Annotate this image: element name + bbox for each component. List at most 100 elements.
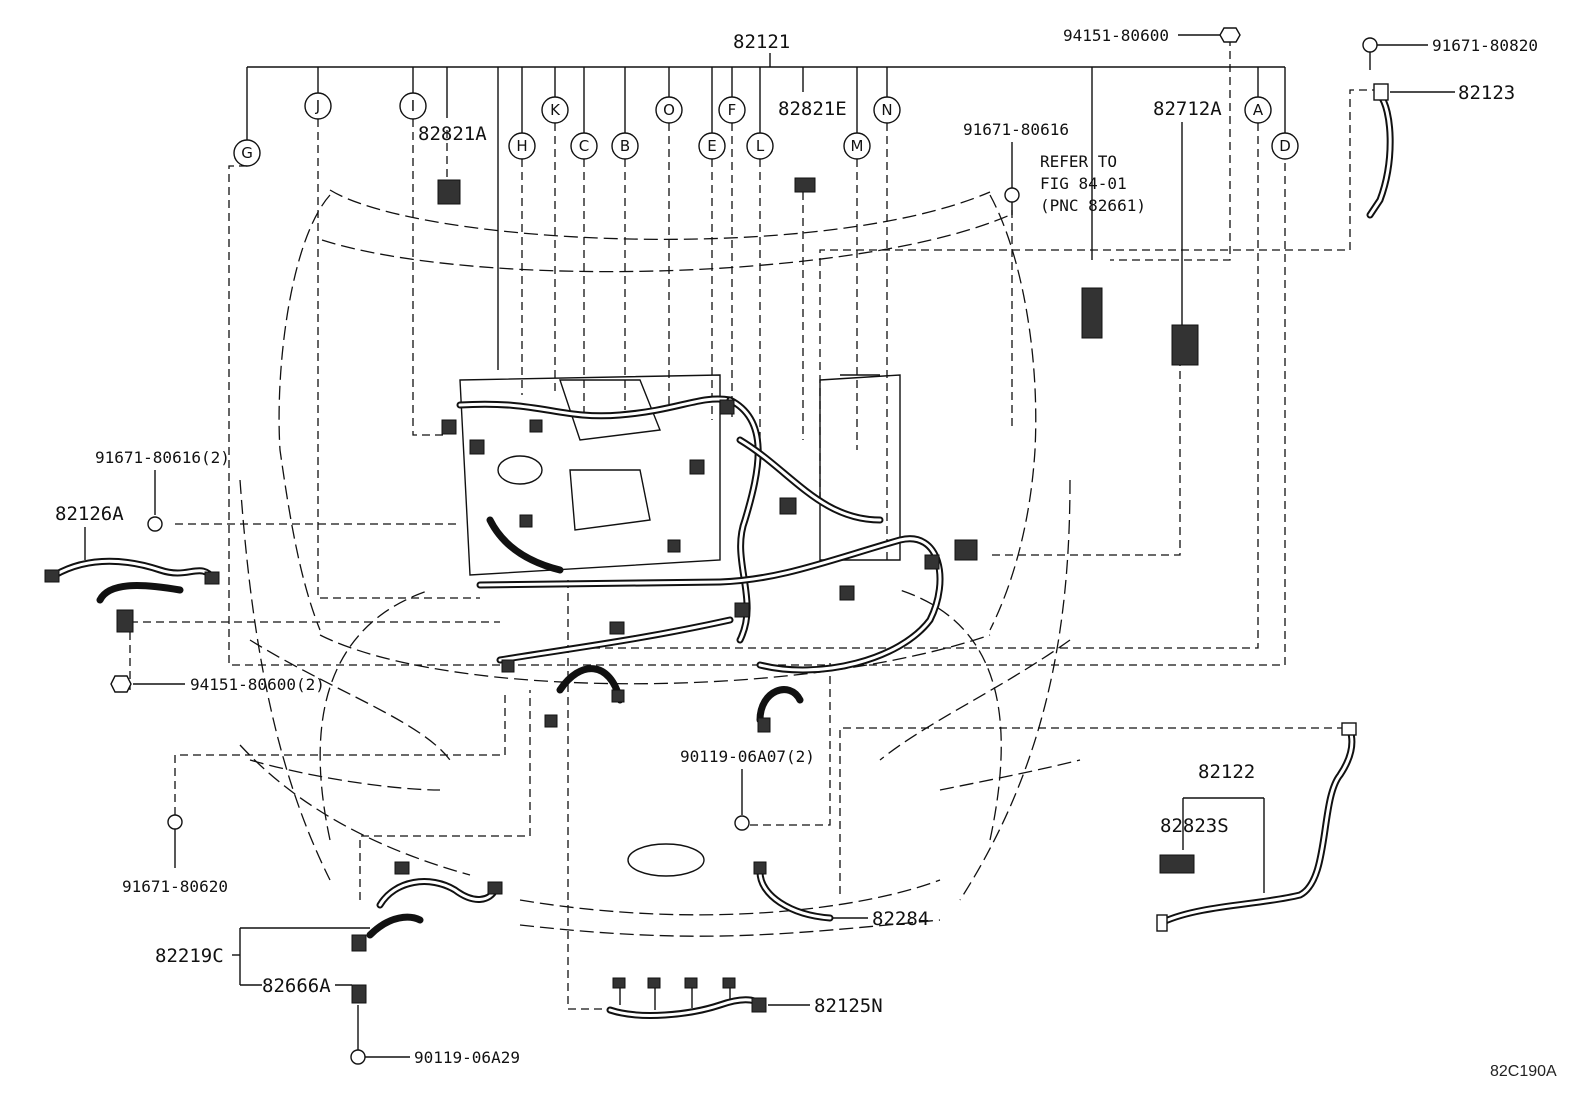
svg-text:O: O [663,101,675,119]
bolt-center-2-callout: 90119-06A07(2) [680,747,815,831]
connector-icon [501,659,515,673]
svg-text:E: E [707,137,716,155]
clamp-s-label[interactable]: 82823S [1160,815,1229,837]
bolt-center-2-label[interactable]: 90119-06A07(2) [680,747,815,766]
connector-icon [469,439,485,455]
branch-g[interactable]: G [233,139,261,167]
bracket-top-right-label[interactable]: 82123 [1458,82,1515,104]
svg-text:K: K [550,101,561,119]
connector-icon [924,554,940,570]
branch-c[interactable]: C [570,132,598,160]
connector-icon [441,419,457,435]
nut-left-callout: 94151-80600(2) [110,675,325,694]
connector-icon [757,717,771,733]
bolt-icon [350,1049,366,1065]
connector-icon [684,977,698,989]
branch-l[interactable]: L [746,132,774,160]
figure-id: 82C190A [1490,1063,1557,1080]
refer-line-2: FIG 84-01 [1040,174,1127,193]
nut-icon [110,675,132,693]
bolt-icon [1004,187,1020,203]
branch-o[interactable]: O [655,96,683,124]
branch-h[interactable]: H [508,132,536,160]
branch-i[interactable]: I [399,92,427,120]
branch-k[interactable]: K [541,96,569,124]
main-harness-callout: 82121 [246,31,1286,370]
vehicle-body-outline [239,189,1081,937]
connector-icon [612,977,626,989]
relay-block-label[interactable]: 82712A [1153,98,1222,120]
branch-n[interactable]: N [873,96,901,124]
connector-icon [351,934,367,952]
nut-top-label[interactable]: 94151-80600 [1063,26,1169,45]
nut-left-label[interactable]: 94151-80600(2) [190,675,325,694]
branch-d[interactable]: D [1271,132,1299,160]
harness-bottom-callout: 82125N [606,977,883,1019]
wire-lower-center-label[interactable]: 82284 [872,908,929,930]
bolt-left-label[interactable]: 91671-80616(2) [95,448,230,467]
bolt-center-label[interactable]: 91671-80616 [963,120,1069,139]
refer-line-3[interactable]: (PNC 82661) [1040,196,1146,215]
harness-left-label[interactable]: 82126A [55,503,124,525]
clamp-a-label[interactable]: 82821A [418,123,487,145]
wire-lower-center-callout: 82284 [753,861,929,930]
svg-text:M: M [851,137,864,155]
connector-icon [839,585,855,601]
connector-icon [611,689,625,703]
harness-lower-left[interactable] [376,878,499,909]
branch-a[interactable]: A [1244,96,1272,124]
protector-icon[interactable] [351,984,367,1004]
connector-icon [487,881,503,895]
branch-letters: G J I H K C B O E F L M N A D [233,92,1299,167]
nut-icon [1219,27,1241,43]
branch-j[interactable]: J [304,92,332,120]
connector-icon [647,977,661,989]
connector-icon [667,539,681,553]
branch-b[interactable]: B [611,132,639,160]
clamp-e-label[interactable]: 82821E [778,98,847,120]
connector-icon [609,621,625,635]
bolt-bottom-callout: 90119-06A29 [350,1005,520,1067]
relay-refer-icon[interactable] [1081,287,1103,339]
bolt-lower-left-label[interactable]: 91671-80620 [122,877,228,896]
bracket-top-right-callout: 91671-80820 82123 [1362,36,1538,219]
clamp-icon[interactable] [794,177,816,193]
svg-text:A: A [1253,101,1264,119]
main-harness-label[interactable]: 82121 [733,31,790,53]
clamp-icon[interactable] [437,179,461,205]
connector-icon [751,997,767,1013]
connector-icon [204,571,220,585]
connector-icon [529,419,543,433]
bolt-icon [167,814,183,830]
svg-text:H: H [516,137,527,155]
svg-text:J: J [315,97,320,115]
svg-text:B: B [620,137,630,155]
branch-m[interactable]: M [843,132,871,160]
svg-text:D: D [1279,137,1291,155]
harness-lower-left-label[interactable]: 82219C [155,945,224,967]
connector-icon [719,399,735,415]
protector-lower-left-label[interactable]: 82666A [262,975,331,997]
relay-block-callout: 82712A [1153,98,1222,366]
relay-block-icon[interactable] [1171,324,1199,366]
battery-cable-label[interactable]: 82122 [1198,761,1255,783]
refer-line-1: REFER TO [1040,152,1117,171]
svg-text:F: F [728,101,737,119]
bolt-left-callout: 91671-80616(2) [95,448,230,532]
connector-icon [519,514,533,528]
connector-icon [734,602,750,618]
clamp-icon[interactable] [1159,854,1195,874]
connector-icon [954,539,978,561]
branch-f[interactable]: F [718,96,746,124]
bolt-bottom-label[interactable]: 90119-06A29 [414,1048,520,1067]
connector-icon [544,714,558,728]
harness-left-callout: 82126A [44,503,220,633]
bolt-icon [1362,37,1378,53]
bolt-top-right-label[interactable]: 91671-80820 [1432,36,1538,55]
svg-text:L: L [756,137,765,155]
svg-text:I: I [411,97,415,115]
connector-icon [44,569,60,583]
harness-bottom-label[interactable]: 82125N [814,995,883,1017]
branch-e[interactable]: E [698,132,726,160]
